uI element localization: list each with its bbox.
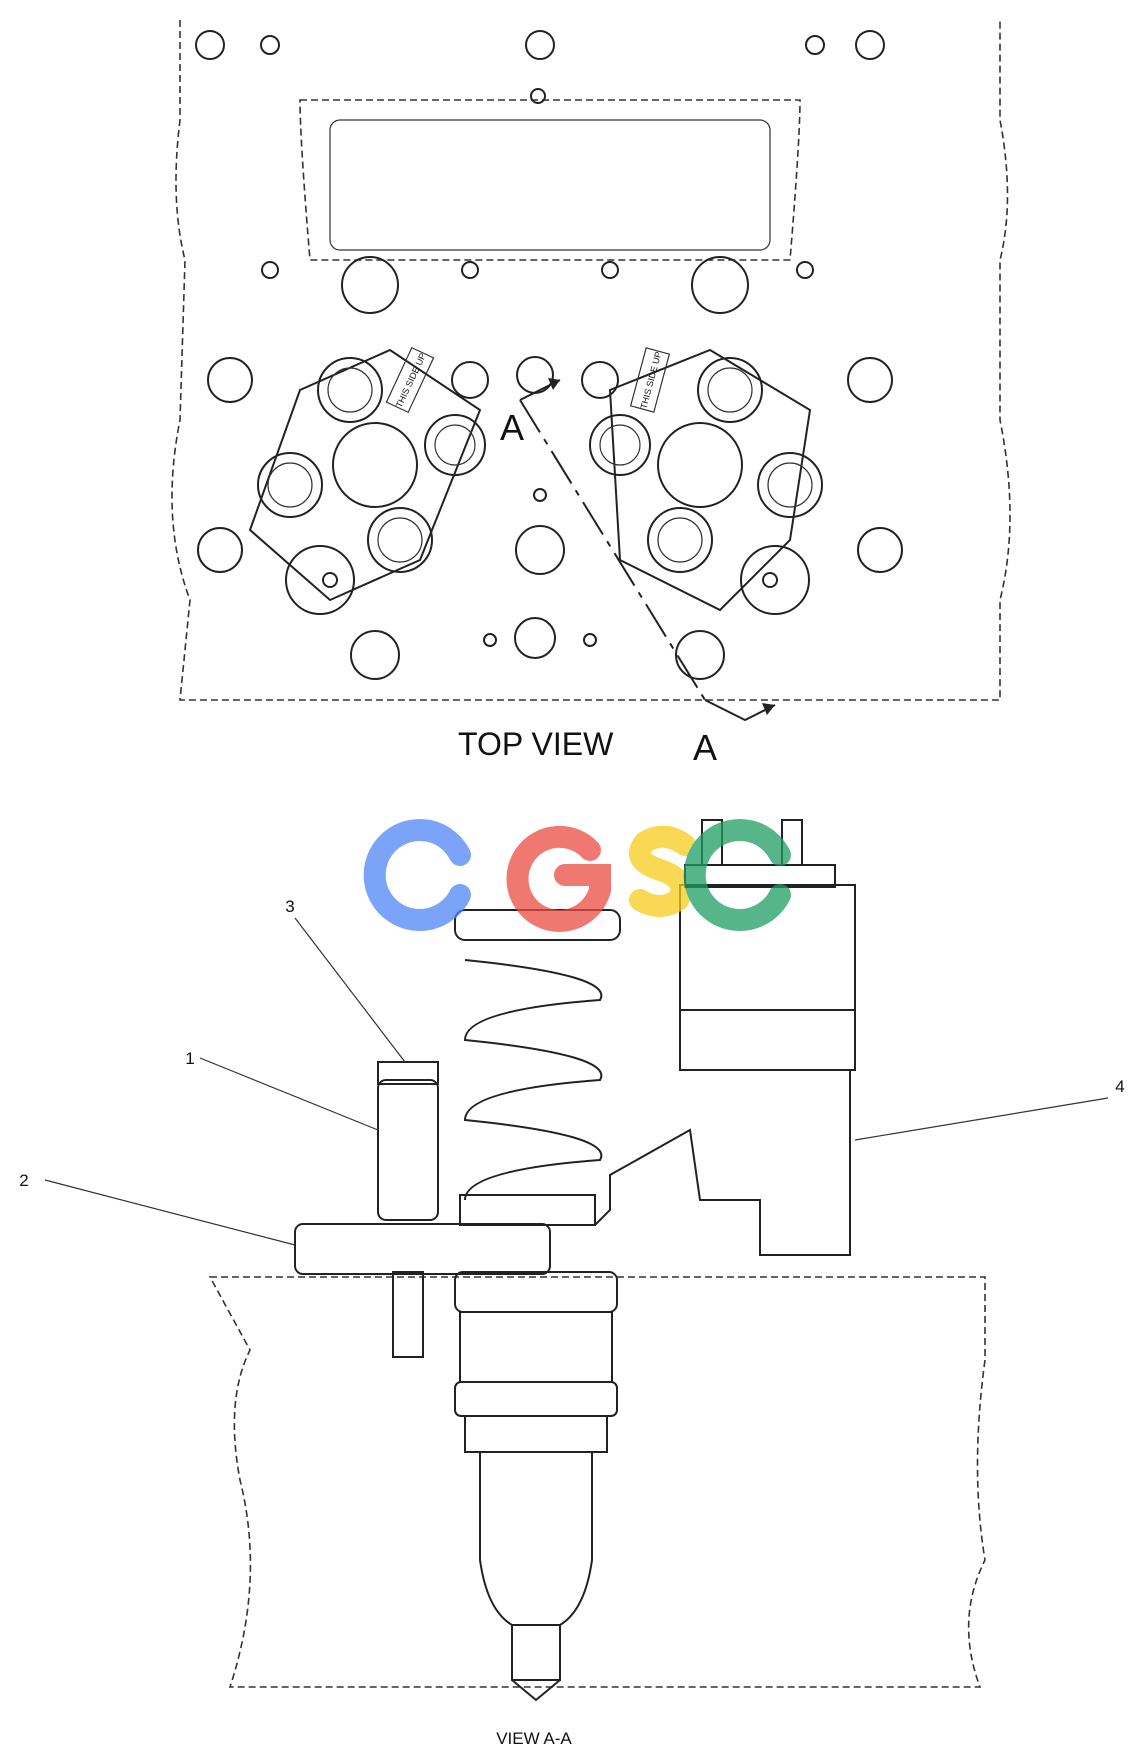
top-view-drawing: THIS SIDE UP THIS SIDE UP xyxy=(171,20,1011,722)
small-hole xyxy=(533,488,547,502)
top-view-title: TOP VIEW xyxy=(458,726,614,762)
bolt-hole xyxy=(805,35,825,55)
clamp-spacer xyxy=(377,1079,439,1221)
bolt-hole xyxy=(260,35,280,55)
small-hole xyxy=(461,261,479,279)
stamp-right-text: THIS SIDE UP xyxy=(638,350,663,410)
bolt-head xyxy=(377,1061,439,1085)
valve-spring-ring xyxy=(434,424,476,466)
small-hole xyxy=(261,261,279,279)
valve-spring-left xyxy=(257,452,323,518)
callout-3: 3 xyxy=(285,897,294,916)
passage-hole xyxy=(451,361,489,399)
valve-spring-ring xyxy=(707,367,753,413)
valve-spring-right xyxy=(757,452,823,518)
head-bolt-hole xyxy=(515,525,565,575)
section-view-title: VIEW A-A xyxy=(496,1729,572,1748)
nozzle-tip xyxy=(511,1679,561,1702)
watermark-letter-c xyxy=(363,819,471,931)
head-section-outline xyxy=(208,1276,986,1688)
valve-spring-left xyxy=(424,414,486,476)
passage-hole xyxy=(516,356,554,394)
valve-spring-ring xyxy=(767,462,813,508)
injector-seal-ring xyxy=(454,1271,618,1313)
injector-tip xyxy=(511,1624,561,1681)
injector-body xyxy=(459,1311,613,1383)
head-bolt-hole xyxy=(691,256,749,314)
bolt-hole xyxy=(855,30,885,60)
hold-down-clamp xyxy=(294,1223,551,1275)
spring-seat xyxy=(459,1194,596,1226)
valve-spring-right xyxy=(647,507,713,573)
small-hole xyxy=(583,633,597,647)
valve-spring-right xyxy=(697,357,763,423)
injector-spring xyxy=(463,959,603,1201)
small-hole xyxy=(483,633,497,647)
cover-hole xyxy=(530,88,546,104)
solenoid-spacer xyxy=(679,1009,856,1071)
valve-spring-left xyxy=(317,357,383,423)
section-marker-top: A xyxy=(500,407,524,448)
watermark-letter-g xyxy=(506,825,611,932)
watermark-letter-c2 xyxy=(683,819,791,931)
head-bolt-hole xyxy=(675,630,725,680)
valve-spring-ring xyxy=(599,424,641,466)
injector-upper-body xyxy=(594,1069,851,1256)
watermark-letter-s xyxy=(629,825,696,917)
arrowhead-icon xyxy=(548,378,560,390)
callout-2-leader xyxy=(44,1179,296,1246)
cover-outline xyxy=(299,99,801,261)
solenoid-left xyxy=(285,545,355,615)
valve-spring-ring xyxy=(327,367,373,413)
stamp-left-group: THIS SIDE UP xyxy=(385,346,435,414)
valve-spring-ring xyxy=(377,517,423,563)
head-bolt-hole xyxy=(197,527,243,573)
callout-4: 4 xyxy=(1115,1077,1124,1096)
stamp-left-box xyxy=(385,346,435,414)
bolt-hole xyxy=(195,30,225,60)
valve-spring-right xyxy=(589,414,651,476)
callout-1-leader xyxy=(199,1057,379,1131)
stamp-right-box xyxy=(629,347,671,413)
bolt-hole xyxy=(525,30,555,60)
valve-spring-left xyxy=(367,507,433,573)
passage-hole xyxy=(581,361,619,399)
solenoid-terminal xyxy=(322,572,338,588)
valve-spring-ring xyxy=(267,462,313,508)
callout-4-leader xyxy=(854,1097,1109,1141)
valve-spring-ring xyxy=(657,517,703,563)
small-hole xyxy=(601,261,619,279)
injector-nozzle-body xyxy=(479,1451,593,1626)
callout-1: 1 xyxy=(185,1049,194,1068)
solenoid-cap xyxy=(684,864,836,888)
right-rocker-bridge xyxy=(608,348,812,612)
cgsc-watermark-logo xyxy=(363,819,791,932)
cover-panel xyxy=(329,119,771,251)
left-rocker-bridge xyxy=(248,348,482,602)
head-bolt-hole xyxy=(847,357,893,403)
solenoid-terminal xyxy=(762,572,778,588)
head-bolt-hole xyxy=(857,527,903,573)
solenoid-right xyxy=(740,545,810,615)
section-marker-bottom: A xyxy=(693,727,717,768)
head-bolt-hole xyxy=(341,256,399,314)
callout-3-leader xyxy=(294,917,406,1063)
center-hole xyxy=(514,617,556,659)
injector-barrel xyxy=(464,1415,608,1453)
clamp-bolt-thread xyxy=(392,1271,424,1358)
section-arrow-bottom xyxy=(704,699,776,722)
cylinder-head-outline xyxy=(171,20,1011,701)
small-hole xyxy=(796,261,814,279)
injector-bore-right xyxy=(657,422,743,508)
injector-oring xyxy=(454,1381,618,1417)
injector-bore-left xyxy=(332,422,418,508)
head-bolt-hole xyxy=(350,630,400,680)
callout-2: 2 xyxy=(19,1171,28,1190)
section-view-drawing xyxy=(44,819,1109,1702)
head-bolt-hole xyxy=(207,357,253,403)
arrowhead-icon xyxy=(762,703,775,715)
